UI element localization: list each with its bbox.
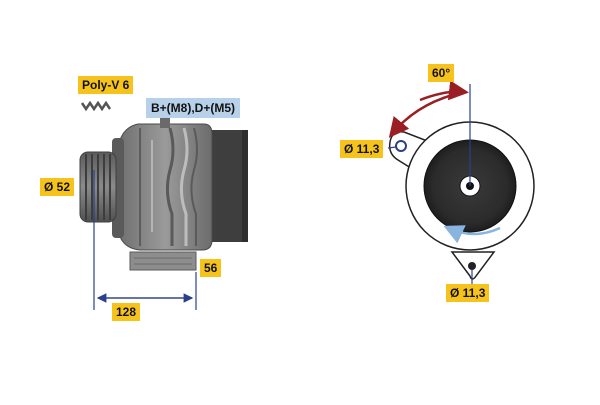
mount-hole-top <box>395 140 407 152</box>
hole-top-label: Ø 11,3 <box>340 140 384 158</box>
height-dimension-label: 56 <box>200 259 222 277</box>
pulley <box>79 151 117 223</box>
mount-hole-bottom <box>468 262 476 270</box>
rear-cover-edge <box>242 130 248 242</box>
hole-bottom-label: Ø 11,3 <box>446 284 490 302</box>
alternator-body <box>112 118 213 271</box>
poly-v-belt-icon <box>80 100 112 112</box>
angle-label: 60° <box>428 64 455 82</box>
dimension-lines-side <box>93 170 197 310</box>
rear-cover <box>206 130 246 242</box>
terminal-label: B+(M8),D+(M5) <box>146 98 241 118</box>
poly-v-label: Poly-V 6 <box>78 76 134 94</box>
pulley-diameter-label: Ø 52 <box>40 178 75 196</box>
alternator-front-view <box>388 121 535 280</box>
hole-top-leader <box>387 146 397 149</box>
rotation-arrow-icon <box>443 225 501 244</box>
length-dimension-label: 128 <box>112 303 141 321</box>
angle-arc-end <box>419 80 469 102</box>
